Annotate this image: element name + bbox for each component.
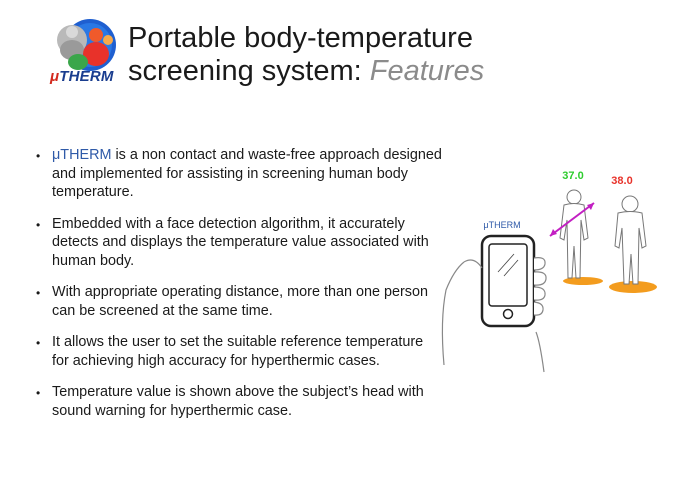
feature-item: Temperature value is shown above the sub… xyxy=(32,383,442,420)
title-line-2: screening system: Features xyxy=(128,55,484,88)
feature-item: It allows the user to set the suitable r… xyxy=(32,333,442,370)
phone-screen xyxy=(488,243,528,307)
beam-arrow-start-icon xyxy=(550,229,557,236)
beam-arrow-end-icon xyxy=(587,203,594,210)
logo-wordmark: μTHERM xyxy=(50,68,114,85)
feature-highlight: μTHERM xyxy=(52,147,112,163)
feature-text: is a non contact and waste-free approach… xyxy=(52,147,442,200)
phone-app-label: μTHERM xyxy=(483,220,520,230)
feature-item: With appropriate operating distance, mor… xyxy=(32,283,442,320)
measurement-beam xyxy=(549,202,595,237)
title-line-2-emphasis: Features xyxy=(369,55,485,87)
feature-list: μTHERM is a non contact and waste-free a… xyxy=(32,146,442,433)
person-normal-icon xyxy=(559,189,589,279)
temp-label-normal: 37.0 xyxy=(562,170,583,182)
logo-emblem-icon xyxy=(57,19,116,71)
logo-therm: THERM xyxy=(59,68,114,85)
feature-text: Embedded with a face detection algorithm… xyxy=(52,215,429,269)
feature-text: With appropriate operating distance, mor… xyxy=(52,284,428,319)
title-line-2-main: screening system: xyxy=(128,55,370,87)
temp-label-hot: 38.0 xyxy=(611,175,632,187)
title-line-1: Portable body-temperature xyxy=(128,22,473,54)
screening-illustration: 37.0 38.0 μTHERM xyxy=(436,160,686,380)
logo-mu: μ xyxy=(50,68,60,85)
ground-pad-normal xyxy=(563,277,603,285)
phone-home-button-icon xyxy=(502,308,514,320)
ground-pad-hot xyxy=(609,281,657,293)
feature-text: It allows the user to set the suitable r… xyxy=(52,334,424,369)
feature-item: μTHERM is a non contact and waste-free a… xyxy=(32,146,442,202)
slide-title: Portable body-temperature screening syst… xyxy=(128,22,484,88)
person-hot-icon xyxy=(614,195,647,285)
hand-holding-phone-icon xyxy=(441,234,547,373)
feature-item: Embedded with a face detection algorithm… xyxy=(32,215,442,271)
mutherm-logo: μTHERM xyxy=(48,18,124,92)
screening-diagram: 37.0 38.0 μTHERM xyxy=(441,170,657,373)
feature-text: Temperature value is shown above the sub… xyxy=(52,384,424,419)
